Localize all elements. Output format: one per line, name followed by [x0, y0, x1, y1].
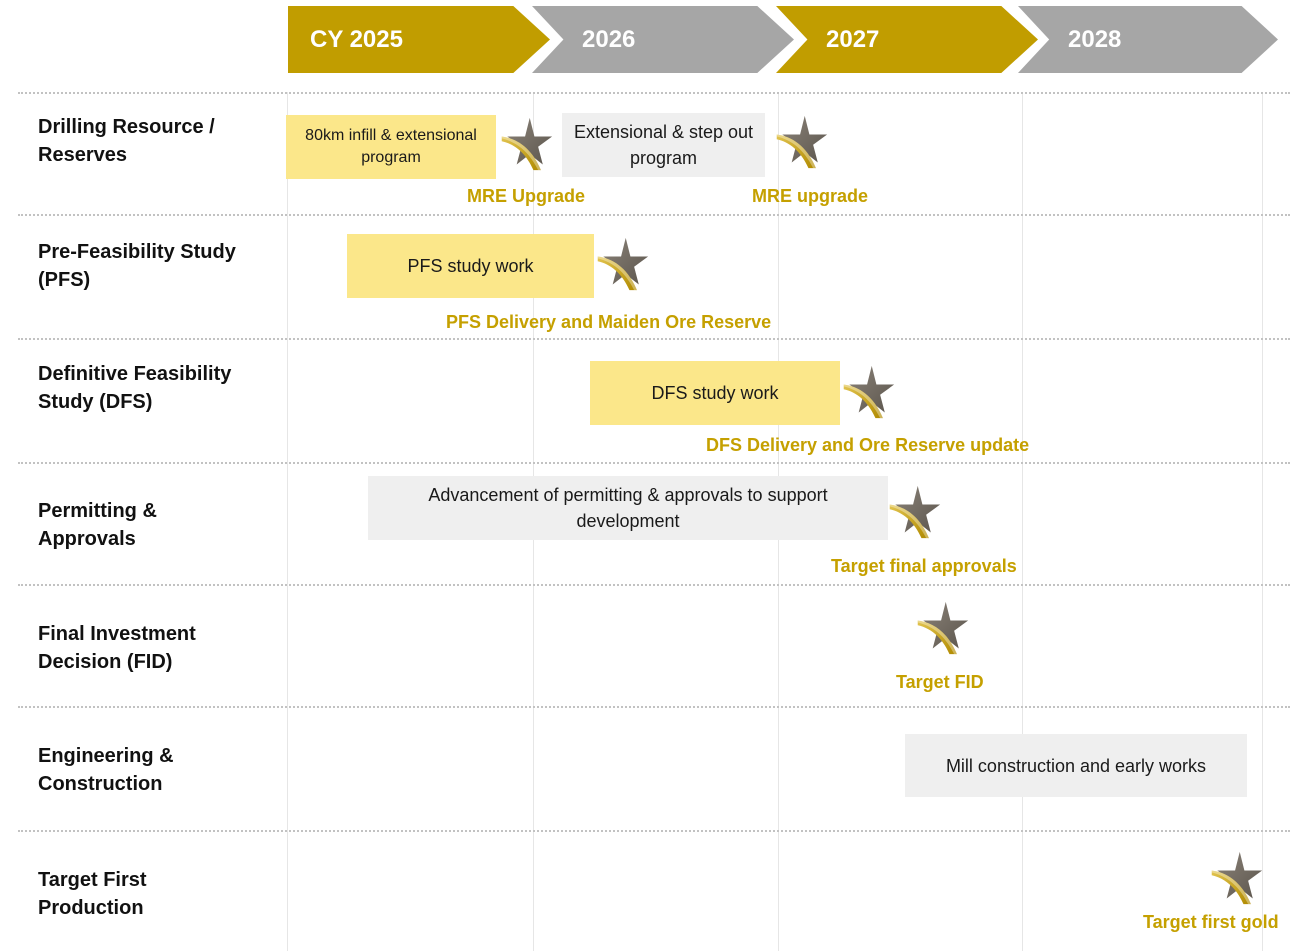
- row-label-permitting: Permitting & Approvals: [38, 500, 157, 550]
- milestone-target-fid: Target FID: [896, 672, 984, 692]
- star-swoosh-icon: [1208, 850, 1264, 906]
- star-swoosh-icon: [840, 364, 896, 420]
- milestone-first-gold: Target first gold: [1143, 912, 1279, 932]
- star-swoosh-icon: [498, 116, 554, 172]
- grid-line-vertical: [1022, 92, 1023, 951]
- row-label-pfs: Pre-Feasibility Study (PFS): [38, 241, 236, 291]
- year-header-2026: 2026: [532, 6, 794, 73]
- year-header-2028: 2028: [1018, 6, 1278, 73]
- row-divider: [18, 462, 1290, 464]
- grid-line-vertical: [1262, 92, 1263, 951]
- row-label-drilling: Drilling Resource / Reserves: [38, 116, 215, 166]
- row-divider: [18, 92, 1290, 94]
- bar-mill-construction: Mill construction and early works: [905, 734, 1247, 797]
- row-divider: [18, 584, 1290, 586]
- milestone-pfs-delivery: PFS Delivery and Maiden Ore Reserve: [446, 312, 772, 332]
- star-swoosh-icon: [773, 114, 829, 170]
- row-label-engineering: Engineering & Construction: [38, 745, 174, 795]
- grid-line-vertical: [287, 92, 288, 951]
- milestone-final-approvals: Target final approvals: [831, 556, 1017, 576]
- milestone-mre-upgrade: MRE Upgrade: [467, 186, 586, 206]
- milestone-dfs-delivery: DFS Delivery and Ore Reserve update: [706, 435, 1030, 455]
- bar-infill-program: 80km infill & extensional program: [286, 115, 496, 179]
- row-divider: [18, 706, 1290, 708]
- year-header-2025: CY 2025: [288, 6, 550, 73]
- row-divider: [18, 830, 1290, 832]
- bar-permitting-approvals: Advancement of permitting & approvals to…: [368, 476, 888, 540]
- bar-dfs-study-work: DFS study work: [590, 361, 840, 425]
- year-label: 2027: [826, 25, 880, 53]
- milestone-mre-upgrade-2: MRE upgrade: [752, 186, 869, 206]
- row-divider: [18, 338, 1290, 340]
- star-swoosh-icon: [886, 484, 942, 540]
- row-divider: [18, 214, 1290, 216]
- year-label: 2028: [1068, 25, 1122, 53]
- row-label-dfs: Definitive Feasibility Study (DFS): [38, 363, 232, 413]
- bar-pfs-study-work: PFS study work: [347, 234, 594, 298]
- bar-step-out-program: Extensional & step out program: [562, 113, 765, 177]
- row-label-fid: Final Investment Decision (FID): [38, 623, 196, 673]
- year-label: CY 2025: [310, 25, 403, 53]
- year-label: 2026: [582, 25, 636, 53]
- year-header-2027: 2027: [776, 6, 1038, 73]
- star-swoosh-icon: [914, 600, 970, 656]
- star-swoosh-icon: [594, 236, 650, 292]
- row-label-first-production: Target First Production: [38, 869, 147, 919]
